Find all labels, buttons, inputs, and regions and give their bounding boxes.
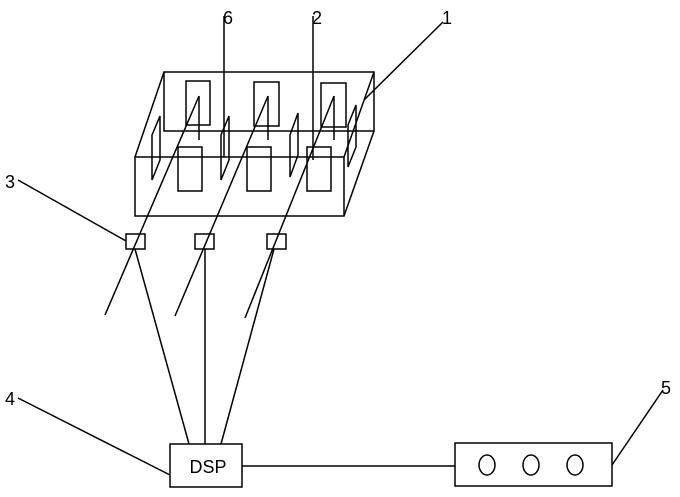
sensor-1 xyxy=(126,234,145,249)
dsp-label: DSP xyxy=(189,457,226,477)
sensors xyxy=(126,234,286,444)
probe-lines xyxy=(105,96,334,318)
label-2: 2 xyxy=(312,8,322,28)
dsp-unit: DSP xyxy=(170,444,242,487)
label-6: 6 xyxy=(223,8,233,28)
label-5: 5 xyxy=(661,378,671,398)
box-front-face xyxy=(135,157,344,216)
back-cells xyxy=(186,81,346,127)
indicator-light xyxy=(523,455,539,475)
indicator-panel xyxy=(455,443,612,486)
label-1: 1 xyxy=(442,8,452,28)
indicator-light xyxy=(567,455,583,475)
leader-lines xyxy=(18,16,663,475)
front-cells xyxy=(178,147,331,191)
label-4: 4 xyxy=(5,389,15,409)
sensor-3 xyxy=(267,234,286,249)
label-3: 3 xyxy=(5,172,15,192)
indicator-light xyxy=(479,455,495,475)
